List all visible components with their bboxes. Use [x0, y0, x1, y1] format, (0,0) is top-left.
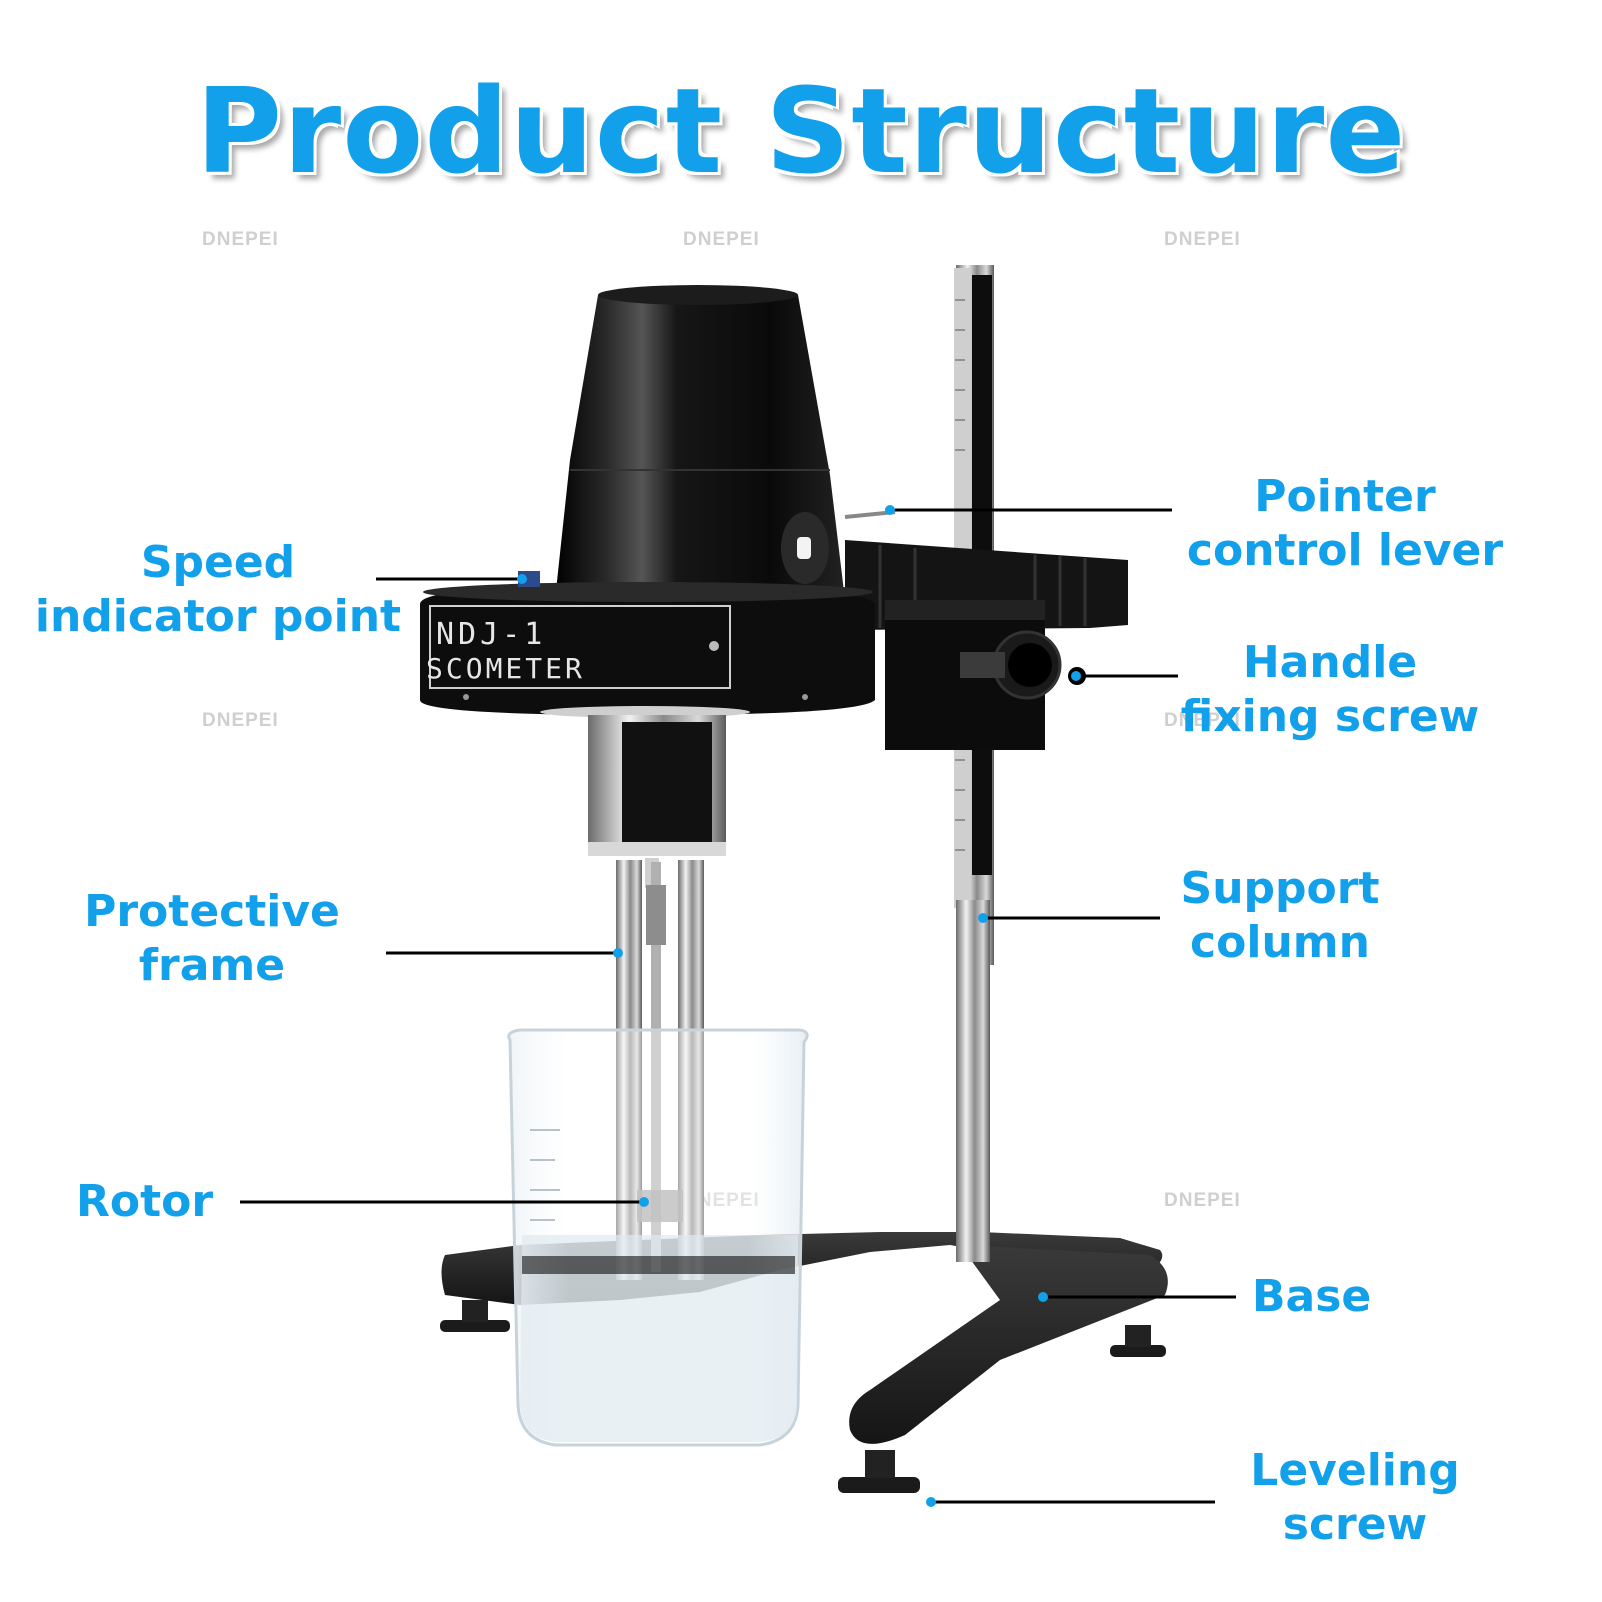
- speed-indicator-dot: [517, 574, 527, 584]
- dial-disc: NDJ-1 SCOMETER: [420, 571, 875, 718]
- spindle-housing: [588, 715, 726, 856]
- glass-beaker: [507, 1028, 809, 1447]
- support-column-dot: [978, 913, 988, 923]
- label-support-column: Support column: [1180, 863, 1380, 968]
- watermark: DNEPEI: [1164, 710, 1241, 731]
- base-dot: [1038, 1292, 1048, 1302]
- watermark: DNEPEI: [1164, 229, 1241, 250]
- model-subtitle: SCOMETER: [426, 652, 585, 685]
- watermark: DNEPEI: [202, 229, 279, 250]
- label-protective-frame: Protective frame: [84, 886, 340, 991]
- leveling-screw-dot: [926, 1497, 936, 1507]
- label-base: Base: [1252, 1271, 1372, 1322]
- watermark: DNEPEI: [202, 710, 279, 731]
- model-name: NDJ-1: [436, 617, 546, 652]
- label-leveling-screw: Leveling screw: [1250, 1445, 1460, 1550]
- label-rotor: Rotor: [76, 1176, 214, 1227]
- label-speed-indicator-point: Speed indicator point: [34, 537, 402, 642]
- rotor-dot: [639, 1197, 649, 1207]
- leader-lines: [240, 505, 1236, 1507]
- watermark: DNEPEI: [683, 229, 760, 250]
- clamp-block: [885, 600, 1086, 750]
- support-column: [954, 265, 994, 1262]
- motor-housing: [555, 285, 896, 600]
- label-pointer-control-lever: Pointer control lever: [1186, 471, 1504, 576]
- pointer-control-lever-dot: [885, 505, 895, 515]
- protective-frame-dot: [613, 948, 623, 958]
- label-handle-fixing-screw: Handle fixing screw: [1180, 637, 1480, 742]
- handle-screw-dot: [1071, 671, 1081, 681]
- watermark: DNEPEI: [1164, 1190, 1241, 1211]
- page-title: Product Structure: [195, 62, 1407, 200]
